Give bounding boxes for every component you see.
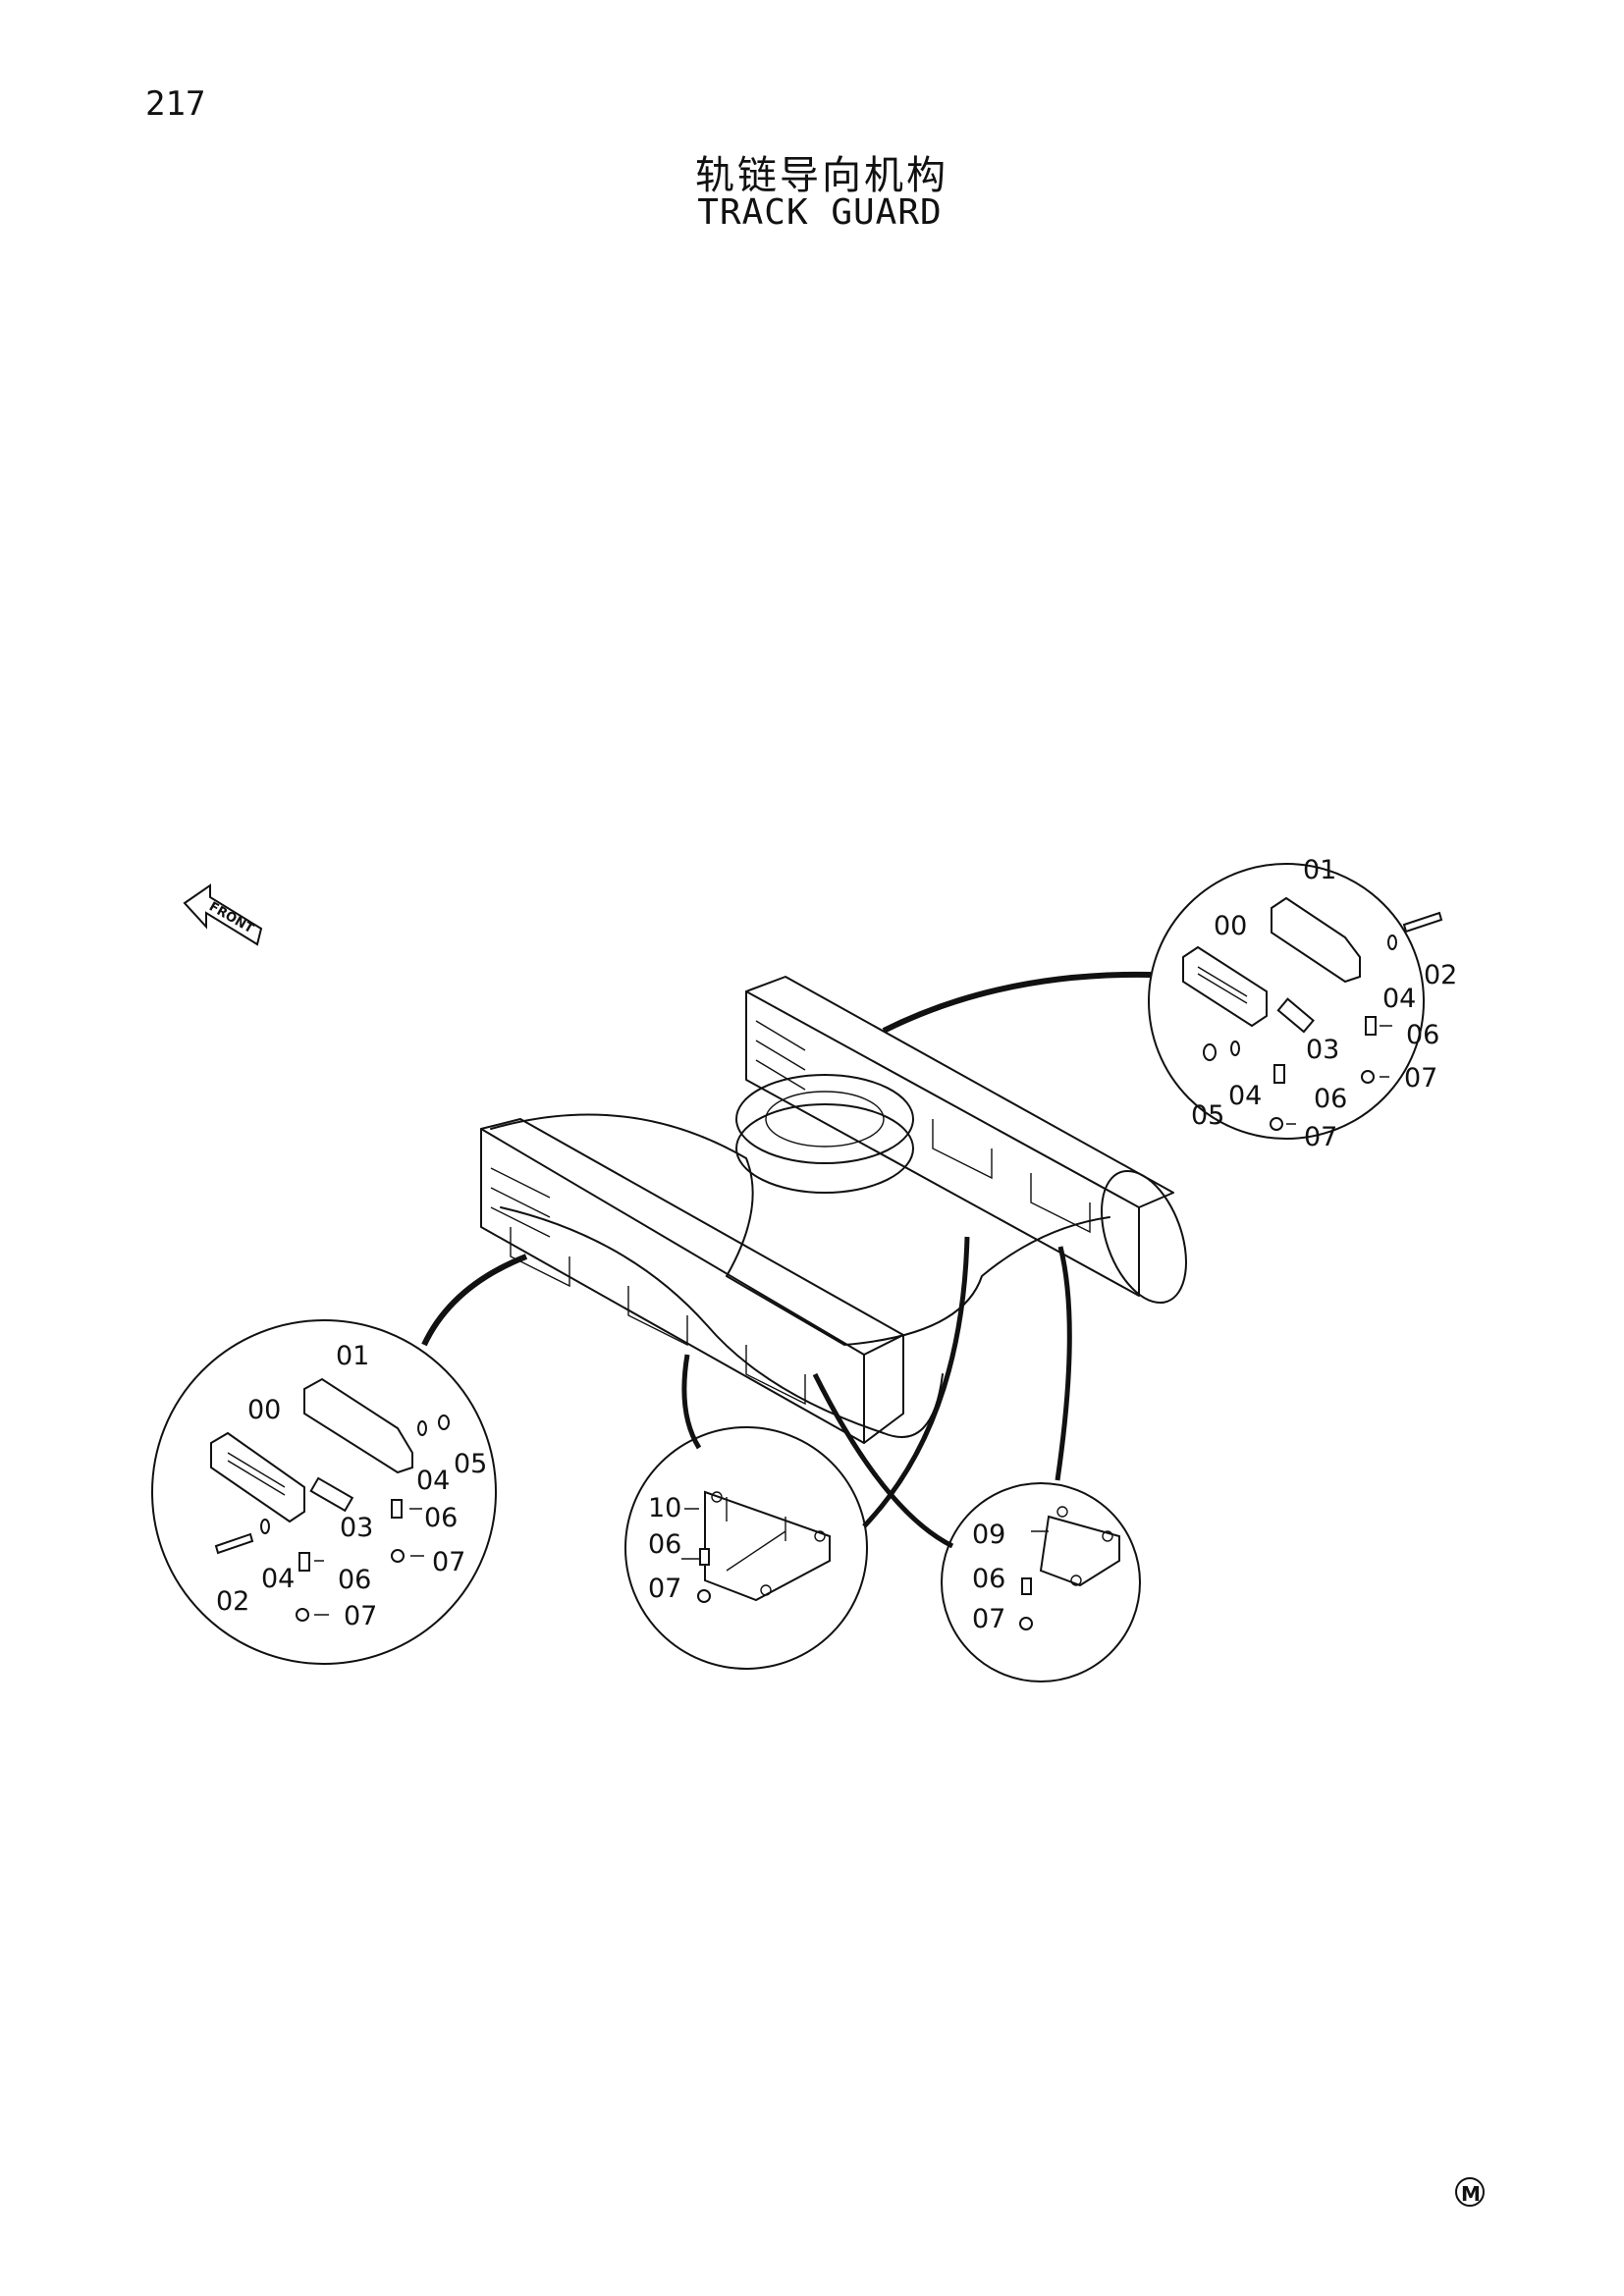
- callout-ur-06a: 06: [1406, 1020, 1439, 1050]
- page-number: 217: [145, 84, 206, 124]
- detail-parts-center: [681, 1490, 831, 1603]
- detail-parts-upper-right: [1182, 896, 1443, 1131]
- detail-parts-right: [1019, 1506, 1120, 1630]
- leader-curves: [421, 971, 1152, 1549]
- callout-ur-03: 03: [1306, 1035, 1339, 1065]
- callout-l-04a: 04: [416, 1466, 450, 1496]
- callout-ur-06b: 06: [1314, 1084, 1347, 1114]
- detail-circle-left: [151, 1319, 497, 1665]
- callout-ur-01: 01: [1303, 855, 1336, 885]
- callout-c-07: 07: [648, 1574, 681, 1604]
- callout-l-07b: 07: [344, 1601, 377, 1631]
- callout-l-01: 01: [336, 1341, 369, 1371]
- callout-r-09: 09: [972, 1520, 1005, 1550]
- callout-ur-04b: 04: [1228, 1081, 1262, 1111]
- callout-c-06: 06: [648, 1529, 681, 1560]
- callout-l-02: 02: [216, 1586, 249, 1617]
- detail-circle-upper-right: [1148, 863, 1425, 1140]
- front-arrow-icon: FRONT: [183, 883, 263, 946]
- detail-parts-left: [210, 1377, 450, 1622]
- callout-r-06: 06: [972, 1564, 1005, 1594]
- m-mark-icon: M: [1455, 2177, 1485, 2207]
- callout-l-03: 03: [340, 1513, 373, 1543]
- callout-l-05: 05: [454, 1449, 487, 1479]
- callout-l-00: 00: [247, 1395, 281, 1425]
- callout-ur-02: 02: [1424, 960, 1457, 990]
- callout-ur-07a: 07: [1404, 1063, 1437, 1094]
- undercarriage-frame: [480, 976, 1187, 1444]
- callout-l-06a: 06: [424, 1503, 458, 1533]
- callout-ur-04a: 04: [1382, 984, 1416, 1014]
- detail-circle-right: [941, 1482, 1141, 1682]
- callout-l-04b: 04: [261, 1564, 295, 1594]
- callout-ur-07b: 07: [1304, 1122, 1337, 1152]
- detail-circle-center: [624, 1426, 868, 1670]
- callout-l-07a: 07: [432, 1547, 465, 1577]
- title-english: TRACK GUARD: [697, 192, 943, 233]
- m-mark-label: M: [1461, 2182, 1481, 2206]
- callout-ur-05: 05: [1191, 1100, 1224, 1131]
- callout-c-10: 10: [648, 1493, 681, 1523]
- callout-r-07: 07: [972, 1604, 1005, 1634]
- callout-l-06b: 06: [338, 1565, 371, 1595]
- title-chinese: 轨链导向机构: [695, 153, 948, 198]
- callout-ur-00: 00: [1214, 911, 1247, 941]
